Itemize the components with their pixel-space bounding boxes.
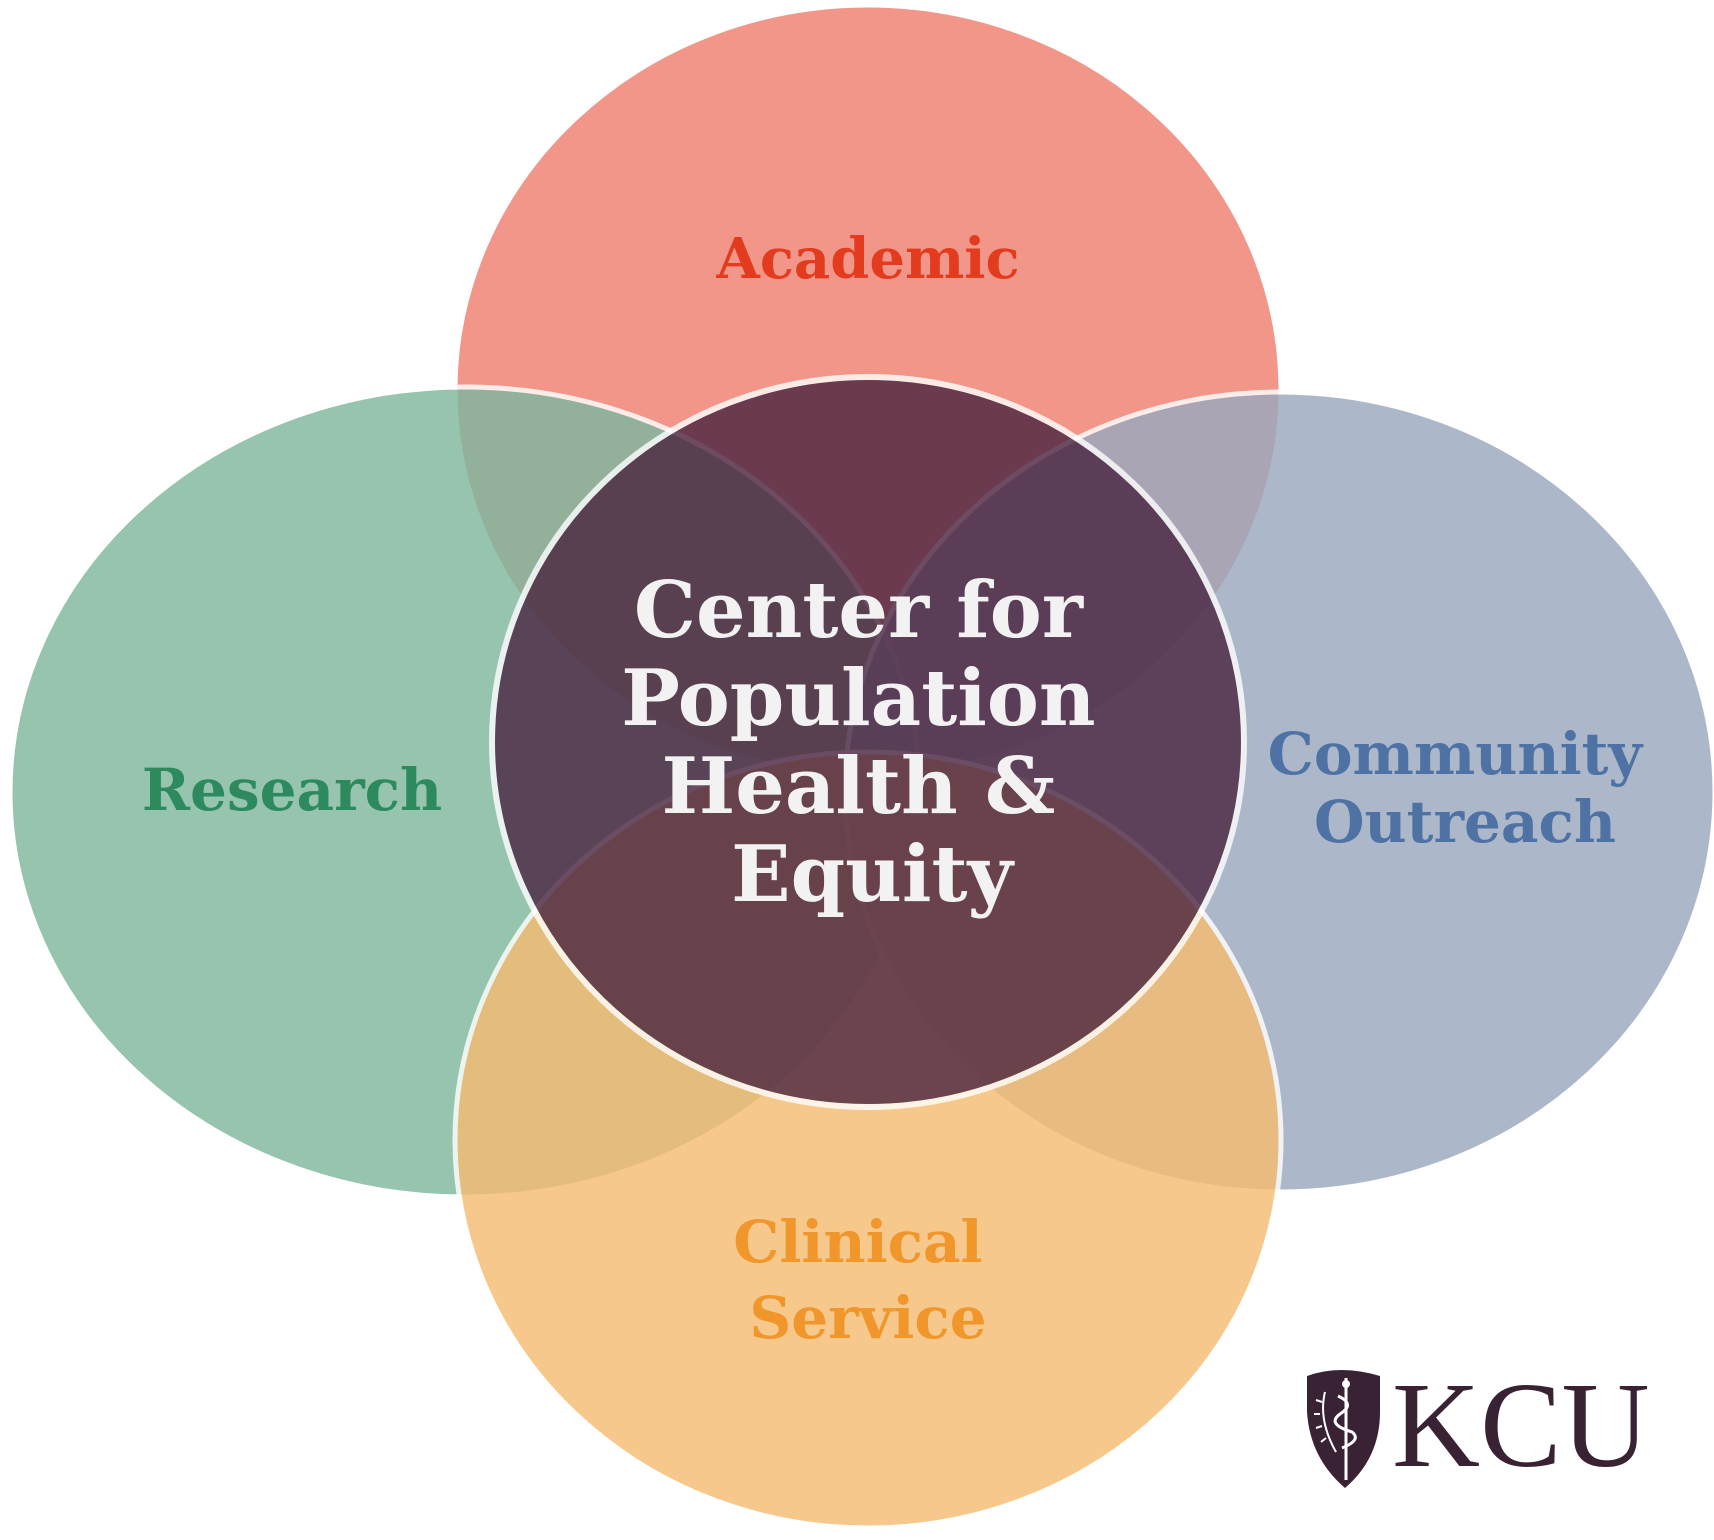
kcu-logo: KCU (1307, 1358, 1650, 1493)
research-label: Research (142, 756, 442, 824)
center-label-line-1: Center for (634, 565, 1084, 656)
community-outreach-label: Community Outreach (1268, 720, 1663, 856)
center-label-line-4: Equity (731, 829, 1015, 920)
center-label-line-3: Health & (662, 741, 1056, 832)
academic-label: Academic (715, 226, 1019, 292)
clinical-service-label-line-2: Service (749, 1284, 986, 1352)
shield-caduceus-icon (1307, 1370, 1380, 1488)
kcu-wordmark: KCU (1392, 1358, 1650, 1493)
clinical-service-label: Clinical Service (733, 1208, 1003, 1352)
academic-label-line: Academic (715, 226, 1019, 292)
community-outreach-label-line-1: Community (1268, 720, 1645, 788)
community-outreach-label-line-2: Outreach (1314, 788, 1616, 856)
center-label-line-2: Population (621, 653, 1095, 744)
clinical-service-label-line-1: Clinical (733, 1208, 982, 1276)
research-label-line: Research (142, 756, 442, 824)
center-label: Center for Population Health & Equity (621, 565, 1123, 920)
center-circle (489, 374, 1247, 1110)
